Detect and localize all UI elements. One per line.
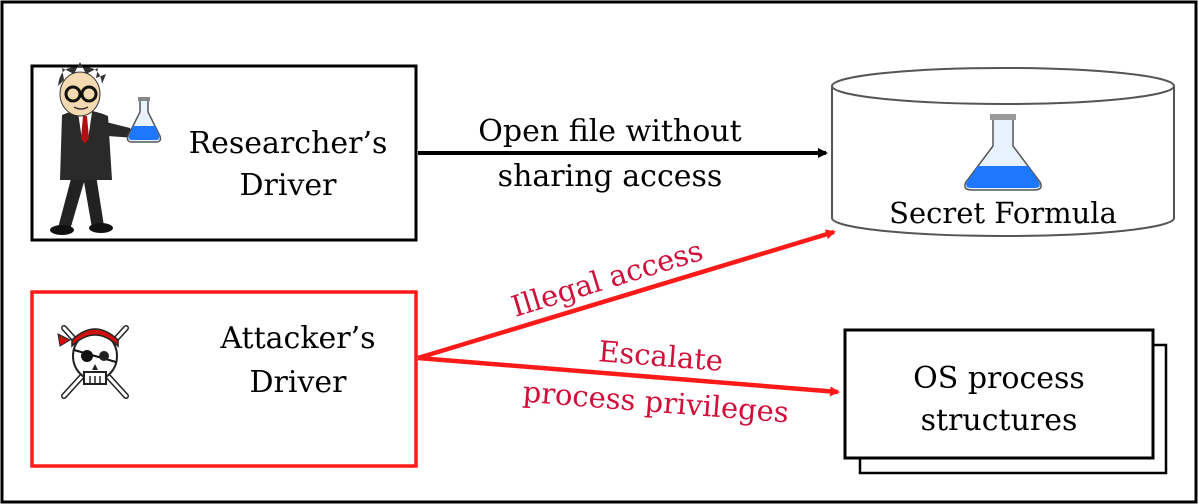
secret-formula-label: Secret Formula [889,196,1117,230]
researcher-label-line2: Driver [239,168,337,203]
attacker-label-line1: Attacker’s [219,321,375,356]
edge-open-file: Open file without sharing access [418,114,828,194]
flask-icon [126,97,162,143]
researcher-label-line1: Researcher’s [189,126,388,161]
secret-formula-node: Secret Formula [831,67,1175,237]
attacker-driver-node: Attacker’s Driver [30,290,418,468]
edge-open-file-line2: sharing access [498,159,723,194]
os-structures-node: OS process structures [843,328,1168,475]
attacker-label-line2: Driver [249,365,347,400]
os-structures-line2: structures [921,403,1078,438]
pirate-skull-icon [57,325,129,399]
flask-icon [964,114,1042,191]
researcher-driver-node: Researcher’s Driver [30,62,418,242]
edge-open-file-line1: Open file without [478,114,741,149]
os-structures-line1: OS process [913,361,1085,396]
scientist-icon [50,62,134,235]
